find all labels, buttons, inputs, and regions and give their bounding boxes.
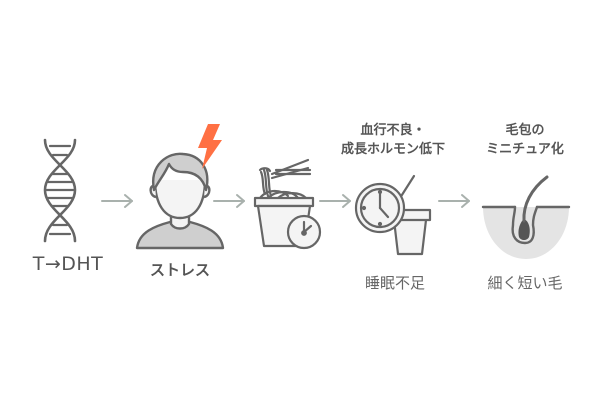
top-label-line-1: 血行不良・	[360, 123, 426, 138]
step-label-stress: ストレス	[149, 261, 210, 279]
instant-noodles-clock-icon	[252, 158, 330, 250]
arrow-right-icon	[438, 193, 472, 209]
arrow-right-icon	[101, 193, 135, 209]
hair-follicle-icon	[481, 175, 571, 259]
lightning-icon	[194, 124, 224, 170]
step-label-sleep: 睡眠不足	[364, 274, 425, 292]
step-label-follicle: 細く短い毛	[487, 274, 563, 292]
top-label-line-1: 毛包の	[505, 123, 545, 138]
clock-cup-icon	[354, 174, 436, 258]
top-label-line-2: ミニチュア化	[486, 142, 564, 157]
arrow-right-icon	[319, 193, 353, 209]
dna-icon	[40, 138, 80, 243]
stressed-person-icon	[135, 150, 225, 250]
arrow-right-icon	[213, 193, 247, 209]
step-top-label-follicle: 毛包の ミニチュア化	[470, 121, 580, 159]
step-label-dht: T→DHT	[32, 253, 104, 275]
step-top-label-sleep: 血行不良・ 成長ホルモン低下	[323, 121, 463, 159]
top-label-line-2: 成長ホルモン低下	[340, 142, 445, 157]
